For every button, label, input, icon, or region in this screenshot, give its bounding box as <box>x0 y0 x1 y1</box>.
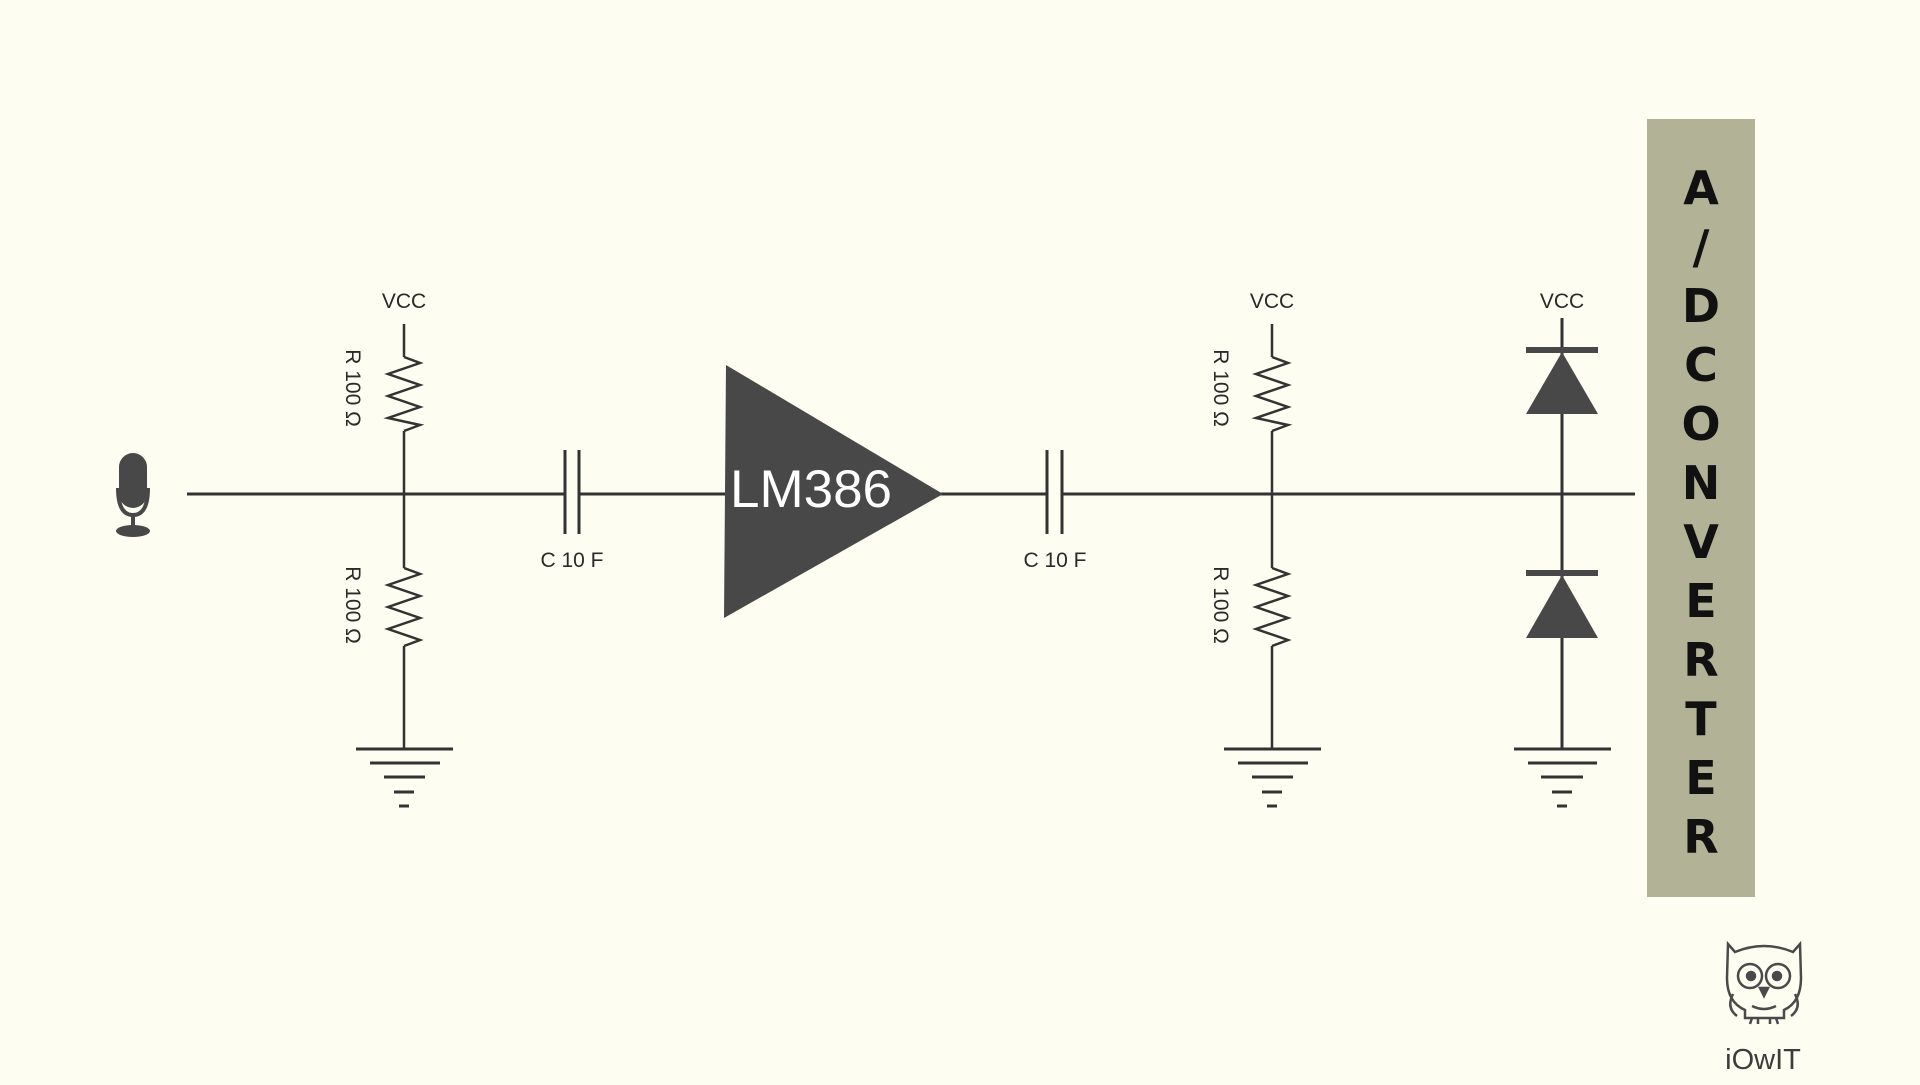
converter-letter: R <box>1683 633 1718 687</box>
resistor-label: R 100 Ω <box>1209 349 1232 427</box>
input-bias-network <box>383 324 425 748</box>
capacitor <box>1045 450 1064 534</box>
capacitor-label: C 10 F <box>540 549 603 572</box>
microphone-icon <box>116 453 150 537</box>
capacitor-label: C 10 F <box>1023 549 1086 572</box>
converter-letter: O <box>1681 397 1720 451</box>
ground-symbol <box>1514 747 1611 808</box>
amplifier-triangle <box>724 365 943 618</box>
ground-symbol <box>1224 747 1321 808</box>
converter-letter: A <box>1683 161 1719 215</box>
converter-letter: V <box>1683 515 1719 569</box>
ad-converter-label: A / D C O N V E R T E R <box>1681 161 1720 864</box>
resistor-label: R 100 Ω <box>341 349 364 427</box>
converter-letter: T <box>1685 692 1717 746</box>
owl-logo-icon <box>1725 940 1803 1025</box>
ad-converter-block <box>1647 119 1755 897</box>
converter-letter: N <box>1682 456 1721 510</box>
resistor-label: R 100 Ω <box>341 566 364 644</box>
vcc-label: VCC <box>1540 290 1584 313</box>
brand-name: iOwIT <box>1725 1044 1801 1076</box>
vcc-label: VCC <box>382 290 426 313</box>
converter-letter: R <box>1683 810 1718 864</box>
converter-letter: C <box>1684 338 1718 392</box>
converter-letter: E <box>1685 751 1716 805</box>
converter-letter: D <box>1682 279 1720 333</box>
converter-letter: E <box>1685 574 1716 628</box>
amplifier-label: LM386 <box>730 460 892 519</box>
capacitor <box>563 450 581 534</box>
converter-letter: / <box>1693 220 1710 274</box>
resistor-label: R 100 Ω <box>1209 566 1232 644</box>
output-bias-network <box>1251 324 1293 748</box>
ground-symbol <box>356 747 453 808</box>
clamp-diodes <box>1526 318 1598 748</box>
vcc-label: VCC <box>1250 290 1294 313</box>
